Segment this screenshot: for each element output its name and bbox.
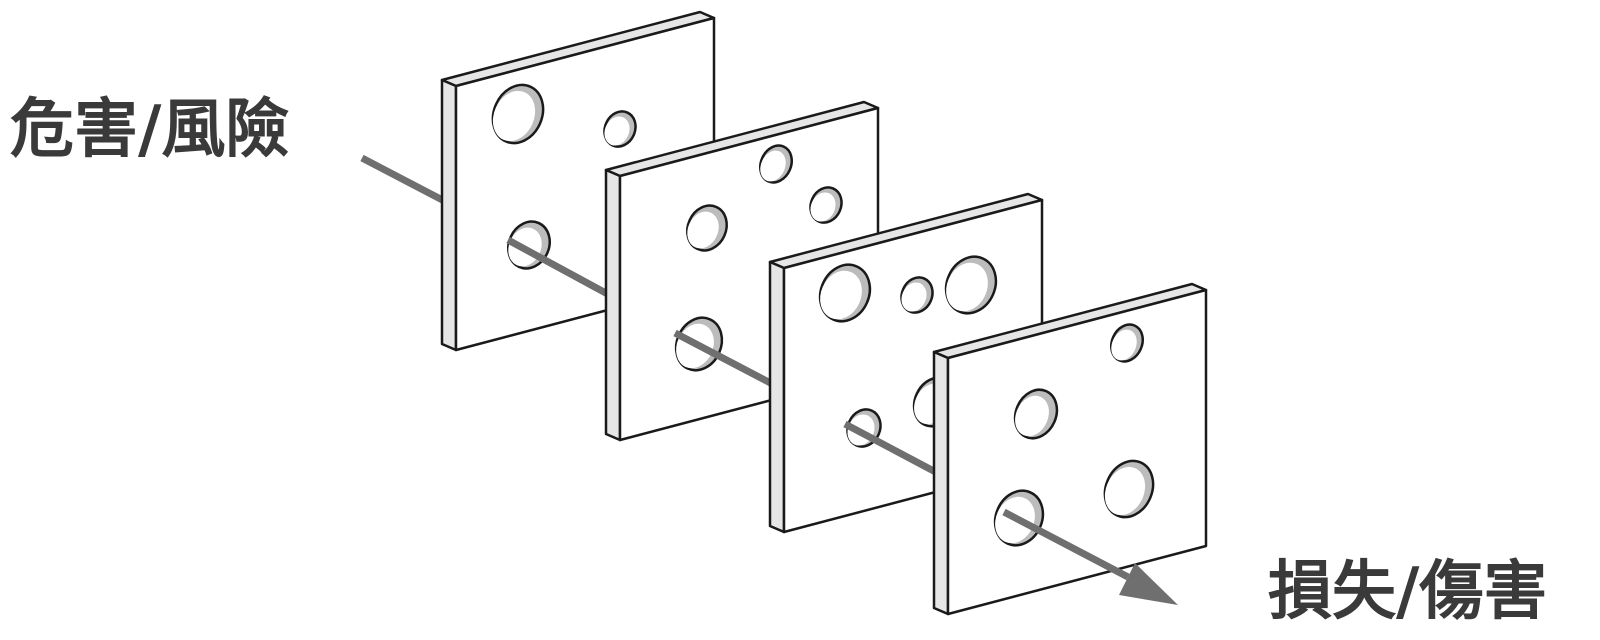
- hazard-trajectory-incoming: [362, 158, 452, 205]
- slice-2-side-edge: [606, 170, 620, 440]
- slice-1-side-edge: [442, 80, 456, 350]
- arrowhead: [1119, 563, 1178, 605]
- slice-3-side-edge: [770, 262, 784, 532]
- loss-harm-label: 損失/傷害: [1268, 560, 1547, 624]
- slice-4-side-edge: [934, 352, 948, 614]
